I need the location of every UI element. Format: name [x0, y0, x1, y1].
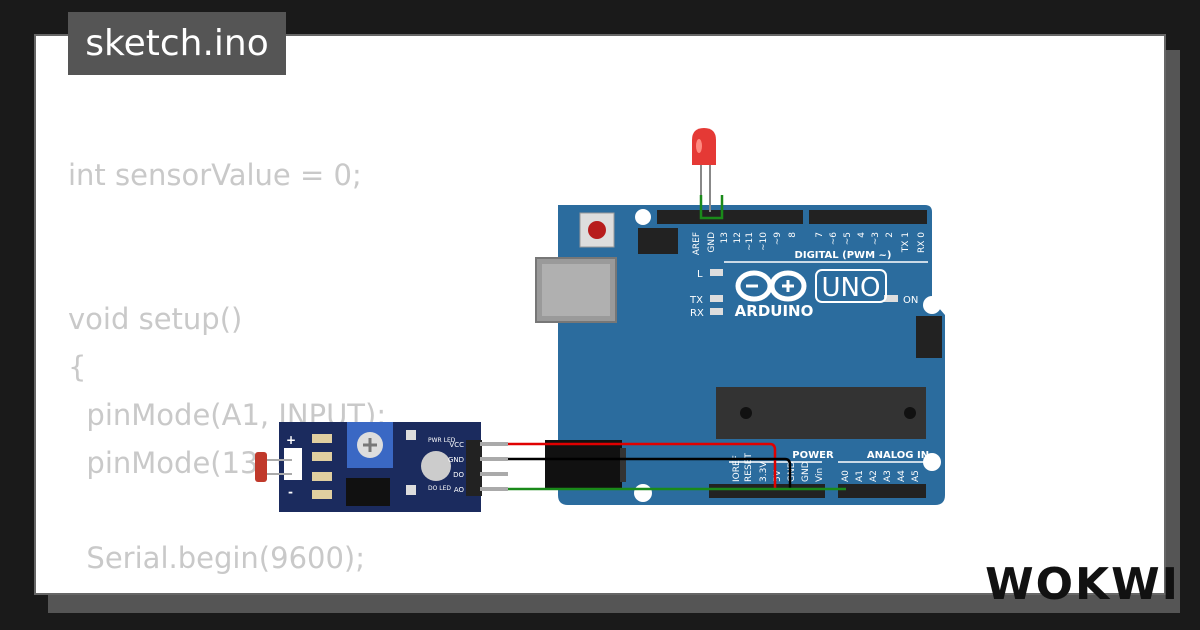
- sensor-pin-labels: VCC GND DO AO: [448, 441, 465, 494]
- top-pin-label: 13: [720, 232, 730, 243]
- board-brand-label: ARDUINO: [735, 302, 814, 320]
- led-l: [710, 269, 723, 276]
- top-pin-label: ~3: [871, 232, 881, 245]
- wires: [508, 195, 846, 491]
- power-pin-label: RESET: [744, 453, 754, 482]
- top-pin-label: 12: [733, 232, 743, 243]
- top-pin-label: RX 0: [917, 232, 927, 253]
- analog-pin-label: A4: [897, 470, 907, 482]
- sensor-minus-label: -: [288, 485, 293, 499]
- vcc-wire: [508, 442, 777, 490]
- pwr-led-label: PWR LED: [428, 437, 456, 444]
- power-pin-label: GND: [787, 461, 797, 482]
- file-title: sketch.ino: [68, 12, 286, 75]
- sensor-pin-label: AO: [454, 486, 465, 494]
- code-line: void setup(): [68, 302, 243, 336]
- do-led-label: DO LED: [428, 485, 451, 492]
- arduino-logo: [735, 270, 807, 302]
- power-jack: [545, 440, 622, 490]
- led-wire: [699, 195, 724, 220]
- analog-pin-label: A0: [841, 470, 851, 482]
- analog-pin-label: A1: [855, 470, 865, 482]
- analog-header: [838, 484, 926, 498]
- analog-pin-label: A2: [869, 470, 879, 482]
- code-line: int sensorValue = 0;: [68, 158, 362, 192]
- l-label: L: [697, 269, 703, 280]
- power-pin-label: 5V: [773, 469, 783, 482]
- digital-header: [657, 210, 803, 224]
- top-pin-label: 8: [788, 232, 798, 238]
- board-model-label: UNO: [822, 273, 881, 303]
- top-pin-label: ~10: [759, 232, 769, 251]
- power-pin-label: 3.3V: [759, 461, 769, 482]
- power-pin-label: Vin: [815, 468, 825, 482]
- top-pin-label: TX 1: [901, 232, 911, 253]
- top-pin-label: GND: [707, 232, 717, 253]
- code-line: {: [68, 350, 87, 384]
- sensor-plus-label: +: [286, 433, 296, 447]
- reset-button[interactable]: [579, 212, 615, 248]
- analog-pin-label: A3: [883, 470, 893, 482]
- power-pin-label: IOREF: [732, 455, 742, 482]
- sensor-pin-label: GND: [448, 456, 464, 464]
- light-sensor-module[interactable]: [279, 422, 508, 512]
- code-line: Serial.begin(9600);: [68, 541, 366, 575]
- sensor-pin-label: VCC: [449, 441, 464, 449]
- arduino-uno-board[interactable]: [535, 205, 945, 505]
- top-pin-label: ~11: [745, 232, 755, 251]
- top-pin-label: 4: [857, 232, 867, 238]
- top-pin-label: 2: [885, 232, 895, 238]
- analog-pin-labels: A0 A1 A2 A3 A4 A5: [841, 470, 921, 482]
- analog-pin-label: A5: [911, 470, 921, 482]
- wokwi-logo: WOKWI: [985, 559, 1180, 610]
- analog-label: ANALOG IN: [867, 450, 929, 461]
- code-line: pinMode(A1, INPUT);: [68, 398, 387, 432]
- red-led[interactable]: [692, 128, 716, 212]
- top-pin-label: AREF: [692, 232, 702, 255]
- power-pin-label: GND: [801, 461, 811, 482]
- led-tx: [710, 295, 723, 302]
- power-label: POWER: [792, 450, 834, 461]
- led-rx: [710, 308, 723, 315]
- led-on: [884, 295, 898, 302]
- on-label: ON: [903, 295, 918, 306]
- rx-label: RX: [690, 308, 704, 319]
- photoresistor[interactable]: [255, 452, 292, 482]
- gnd-wire: [508, 457, 792, 490]
- power-header: [709, 484, 825, 498]
- top-pin-label: ~9: [773, 232, 783, 246]
- digital-label: DIGITAL (PWM ~): [795, 250, 892, 261]
- top-pin-label: ~5: [843, 232, 853, 245]
- sensor-pin-label: DO: [453, 471, 464, 479]
- top-pin-label: 7: [815, 232, 825, 238]
- tx-label: TX: [689, 295, 703, 306]
- top-pin-label: ~6: [829, 232, 839, 246]
